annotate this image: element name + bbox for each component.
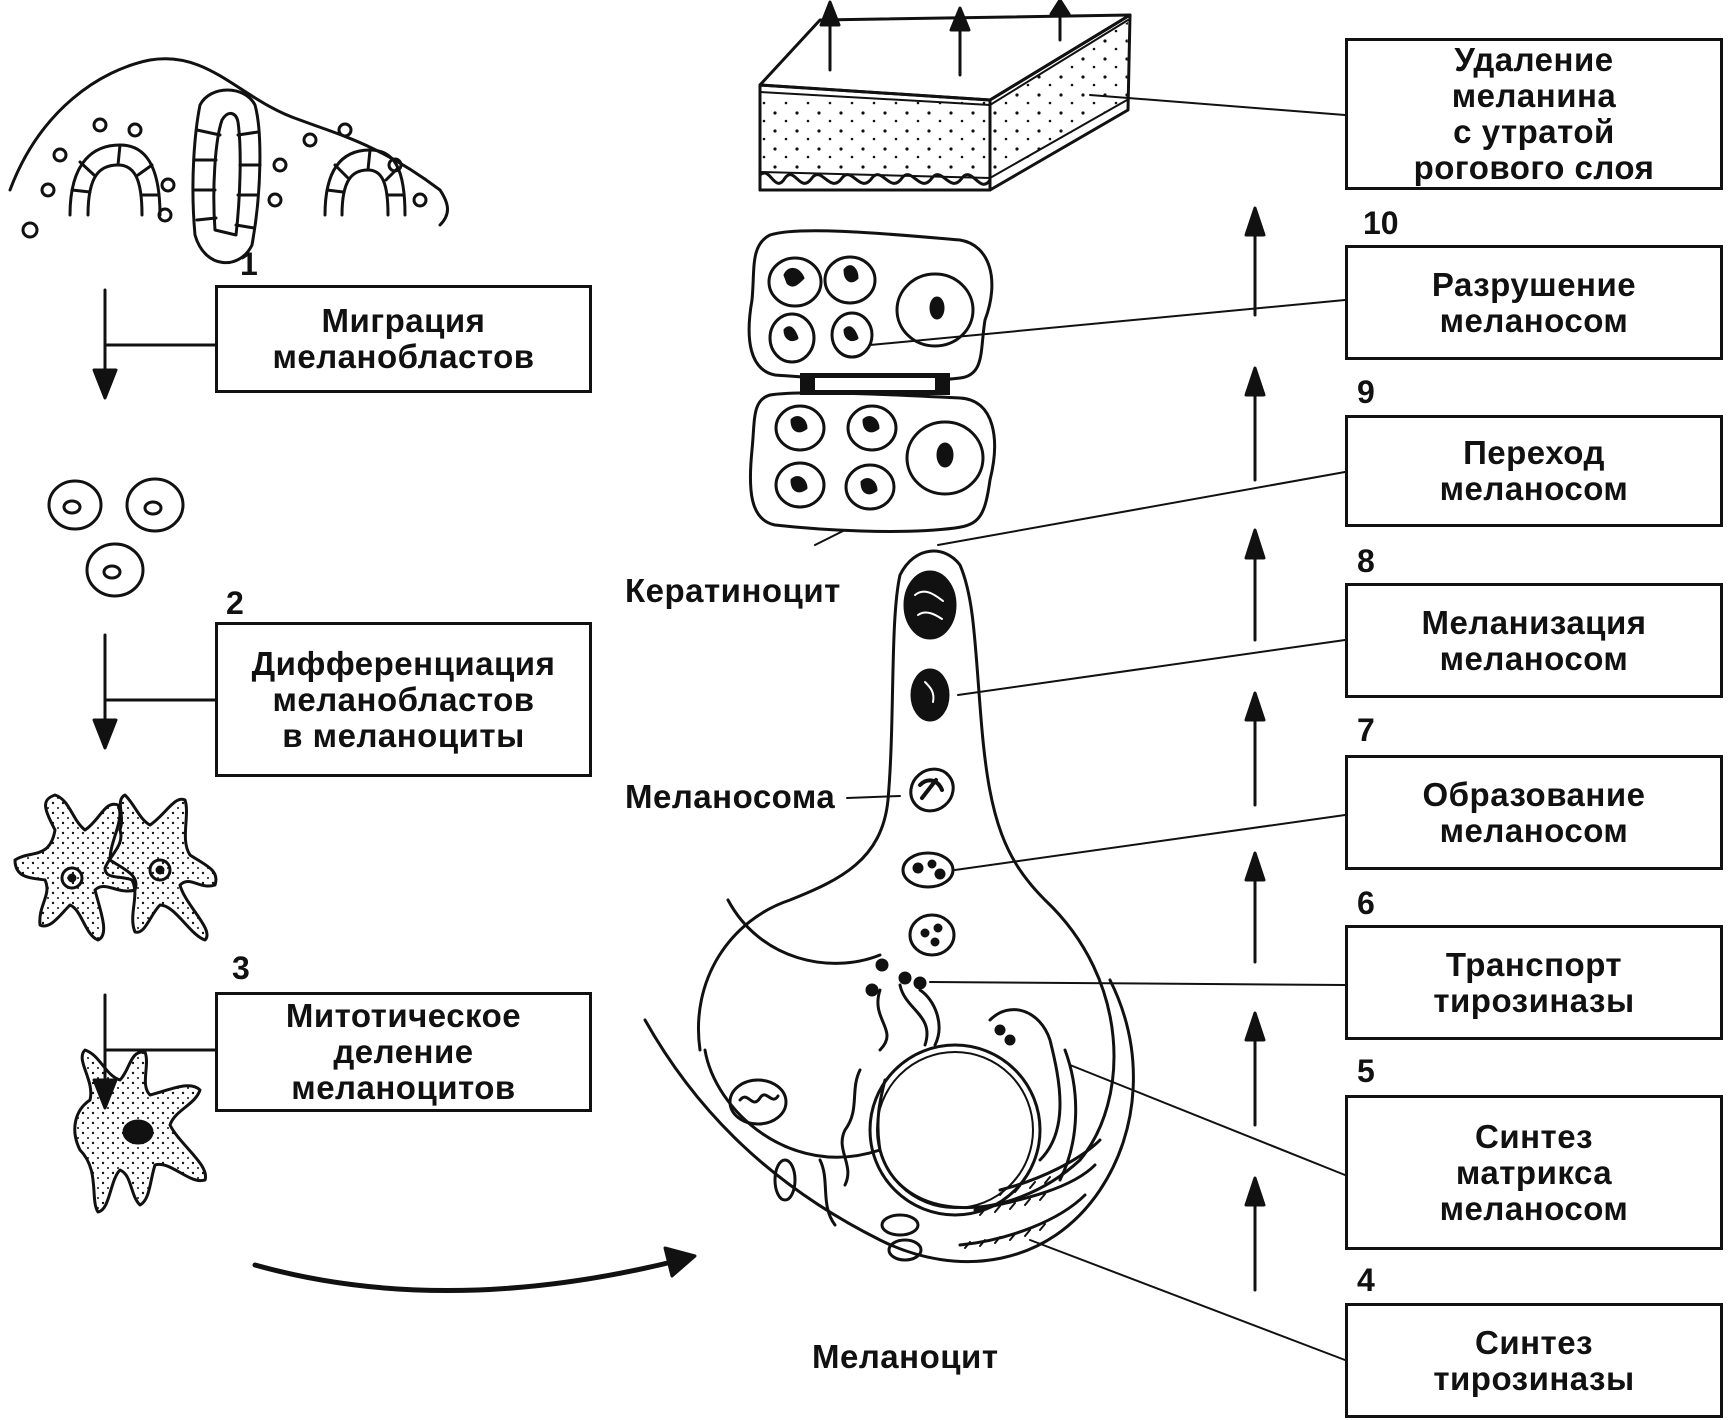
melanocyte-cell	[643, 549, 1135, 1264]
melanoblast-cells	[47, 477, 185, 598]
dividing-melanocytes	[13, 793, 218, 942]
step-box-melanosome-formation: Образование меланосом	[1345, 755, 1723, 870]
step-box-melanoblast-migration: Миграция меланобластов	[215, 285, 592, 393]
step-number-5: 5	[1357, 1053, 1375, 1089]
step-number-9: 9	[1357, 374, 1375, 410]
melanosome-label: Меланосома	[625, 778, 836, 815]
step-number-7: 7	[1357, 712, 1375, 748]
melanocyte-label: Меланоцит	[812, 1338, 999, 1375]
step-box-melanocyte-mitosis: Митотическое деление меланоцитов	[215, 992, 592, 1112]
neural-crest-illustration	[8, 57, 449, 264]
step-box-melanosome-melanization: Меланизация меланосом	[1345, 583, 1723, 698]
single-melanocyte	[73, 1048, 207, 1214]
step-number-8: 8	[1357, 543, 1375, 579]
step-number-4: 4	[1357, 1262, 1375, 1298]
step-box-melanosome-destruction: Разрушение меланосом	[1345, 245, 1723, 360]
step-number-3: 3	[232, 950, 250, 986]
left-flow-arrows	[92, 288, 697, 1294]
step-number-6: 6	[1357, 885, 1375, 921]
step-box-melanin-removal: Удаление меланина с утратой рогового сло…	[1345, 38, 1723, 190]
right-flow-arrows	[1244, 206, 1266, 1292]
step-number-1: 1	[240, 246, 258, 282]
right-leader-lines	[846, 94, 1346, 1361]
step-box-matrix-synthesis: Синтез матрикса меланосом	[1345, 1095, 1723, 1250]
step-number-2: 2	[226, 585, 244, 621]
step-number-10: 10	[1363, 205, 1399, 241]
step-box-melanosome-transfer: Переход меланосом	[1345, 415, 1723, 527]
keratinocytes	[747, 229, 997, 546]
step-box-tyrosinase-synthesis: Синтез тирозиназы	[1345, 1303, 1723, 1418]
stratum-corneum	[758, 0, 1132, 192]
step-box-tyrosinase-transport: Транспорт тирозиназы	[1345, 925, 1723, 1040]
step-box-melanoblast-differentiation: Дифференциация меланобластов в меланоцит…	[215, 622, 592, 777]
keratinocyte-label: Кератиноцит	[625, 572, 841, 609]
